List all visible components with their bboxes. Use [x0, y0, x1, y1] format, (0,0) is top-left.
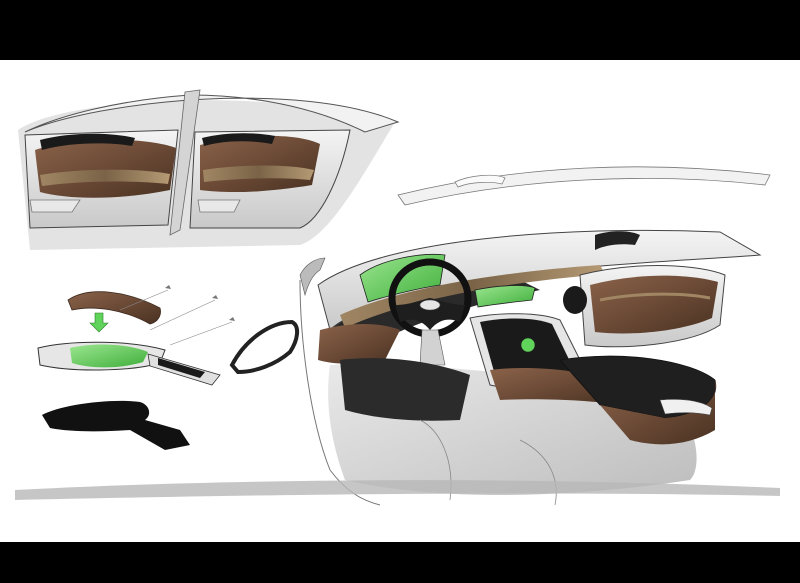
ground-shadow — [15, 480, 780, 500]
steering-wheel-badge — [419, 299, 441, 311]
air-vent — [595, 231, 640, 250]
steering-wheel-spokes — [395, 298, 465, 330]
front-door-pocket — [29, 199, 81, 213]
driver-footwell — [340, 358, 470, 421]
interior-sketch — [15, 89, 780, 506]
armrest-storage-lid — [659, 398, 713, 416]
sketch-canvas — [0, 60, 800, 542]
center-display — [474, 285, 536, 308]
rear-door-pocket — [197, 199, 241, 213]
door-sill-line — [299, 279, 381, 506]
assembly-arrow-icon — [89, 312, 109, 333]
letterbox-top — [0, 0, 800, 60]
display-arm-black-strip — [158, 358, 205, 378]
seat-track-line — [519, 439, 557, 506]
rear-view-mirror — [454, 174, 506, 188]
leader-line — [149, 299, 216, 331]
a-pillar — [299, 257, 326, 297]
front-door-handle-recess — [40, 133, 135, 150]
rear-door-wood-strip — [203, 165, 314, 182]
leader-line — [169, 321, 233, 346]
exploded-component-sketch — [37, 285, 299, 450]
b-pillar — [169, 89, 201, 236]
leather-cover-part — [67, 291, 161, 325]
rear-door-leather-insert — [200, 135, 320, 193]
black-gasket-part — [42, 400, 190, 450]
speaker-grille — [563, 286, 587, 314]
dashboard-leather-left — [318, 324, 400, 364]
window-frame — [24, 94, 400, 133]
passenger-door-stitch-line — [599, 292, 711, 302]
door-panels-sketch — [18, 89, 400, 250]
passenger-door-leather — [590, 275, 718, 334]
green-display-panel — [70, 344, 148, 368]
front-door-leather-insert — [35, 139, 176, 198]
vent-ring-part — [229, 319, 299, 375]
armrest-side — [600, 380, 716, 445]
front-door-wood-strip — [40, 169, 170, 186]
steering-column — [419, 329, 446, 366]
gear-selector — [520, 337, 536, 353]
dashboard-sketch — [15, 166, 780, 506]
leader-line — [119, 289, 169, 311]
windshield-header — [397, 166, 771, 206]
letterbox-bottom — [0, 542, 800, 583]
screw-marker — [229, 317, 235, 321]
screw-marker — [212, 295, 218, 299]
screw-marker — [165, 285, 171, 289]
dashboard-wood-inlay — [340, 265, 605, 328]
rear-door-handle-recess — [202, 133, 275, 146]
